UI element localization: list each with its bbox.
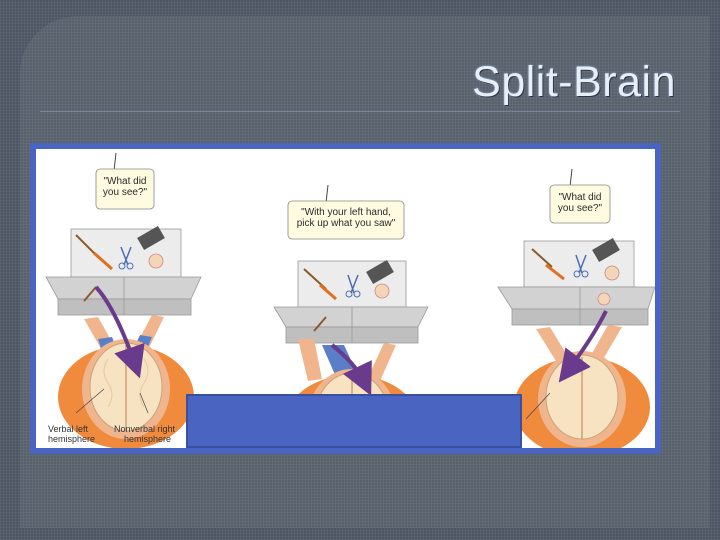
nonverbal-right-hemisphere-label: Nonverbal right hemisphere (114, 424, 176, 445)
cover-box (186, 394, 522, 448)
label-line: Verbal left (48, 424, 89, 434)
label-line: hemisphere (48, 433, 96, 444)
speech-bubble (287, 200, 405, 240)
label-line: hemisphere (124, 433, 172, 444)
slide-title: Split-Brain (472, 58, 676, 106)
bubble-line: "What did (558, 192, 602, 203)
scene-right (497, 168, 655, 448)
split-brain-illustration: "What did you see?" "With your left hand… (36, 149, 655, 448)
speech-bubble (549, 184, 611, 224)
speech-bubble-right-text: "What did you see?" (550, 192, 610, 214)
figure-frame: "What did you see?" "With your left hand… (30, 143, 661, 454)
verbal-left-hemisphere-label: Verbal left hemisphere (48, 424, 96, 445)
bubble-line: you see?" (557, 203, 603, 214)
speech-bubble-middle-text: "With your left hand, pick up what you s… (288, 207, 404, 229)
illustration-drawing (45, 152, 655, 448)
bubble-line: "What did (103, 176, 147, 187)
speech-bubble-left-text: "What did you see?" (96, 176, 154, 198)
bubble-line: you see?" (102, 187, 148, 198)
label-line: Nonverbal right (114, 424, 176, 434)
speech-bubble (95, 168, 155, 210)
signal-arrow (94, 285, 145, 379)
signal-arrow (330, 343, 372, 396)
title-divider (40, 111, 680, 112)
signal-arrow (558, 310, 608, 383)
bubble-line: pick up what you saw" (296, 218, 396, 229)
scene-left (45, 152, 202, 448)
bubble-line: "With your left hand, (301, 207, 391, 218)
